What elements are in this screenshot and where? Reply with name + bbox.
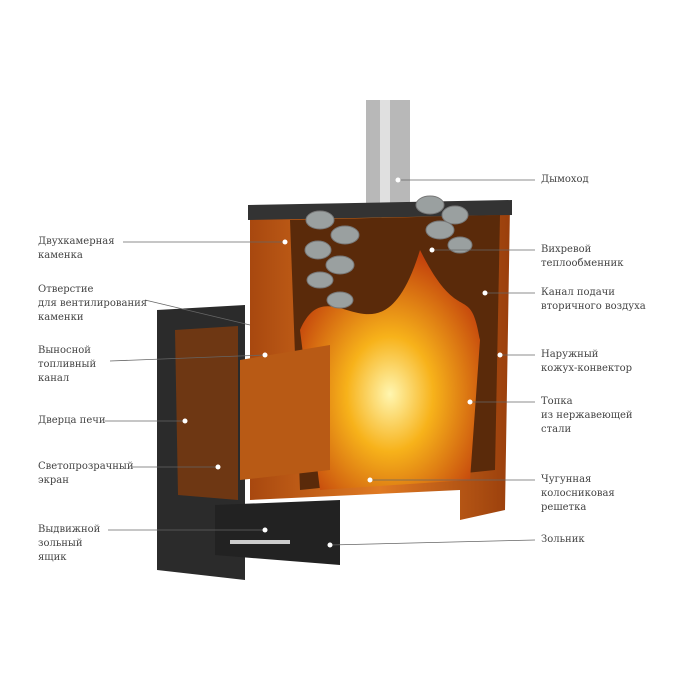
leader-lines [105,179,536,546]
label-vent-hole: Отверстие для вентилирования каменки [38,284,148,323]
label-grate: Чугунная колосниковая решетка [541,474,615,513]
label-stone-chamber: Двухкамерная каменка [38,236,115,261]
label-stove-door: Дверца печи [38,415,106,426]
label-firebox: Топка из нержавеющей стали [541,396,633,435]
label-ash-pit: Зольник [541,534,585,545]
label-outer-casing: Наружный кожух-конвектор [541,349,633,374]
callout-dots [182,177,503,548]
label-ash-drawer: Выдвижной зольный ящик [38,524,101,563]
label-glass-screen: Светопрозрачный экран [38,461,134,486]
label-fuel-channel: Выносной топливный канал [38,345,97,384]
label-chimney: Дымоход [541,174,589,185]
stones [304,195,473,309]
fuel-door [157,305,330,580]
ash-drawer-illustration [215,500,340,565]
label-vortex-exchanger: Вихревой теплообменник [541,244,624,269]
label-secondary-air: Канал подачи вторичного воздуха [541,287,646,312]
